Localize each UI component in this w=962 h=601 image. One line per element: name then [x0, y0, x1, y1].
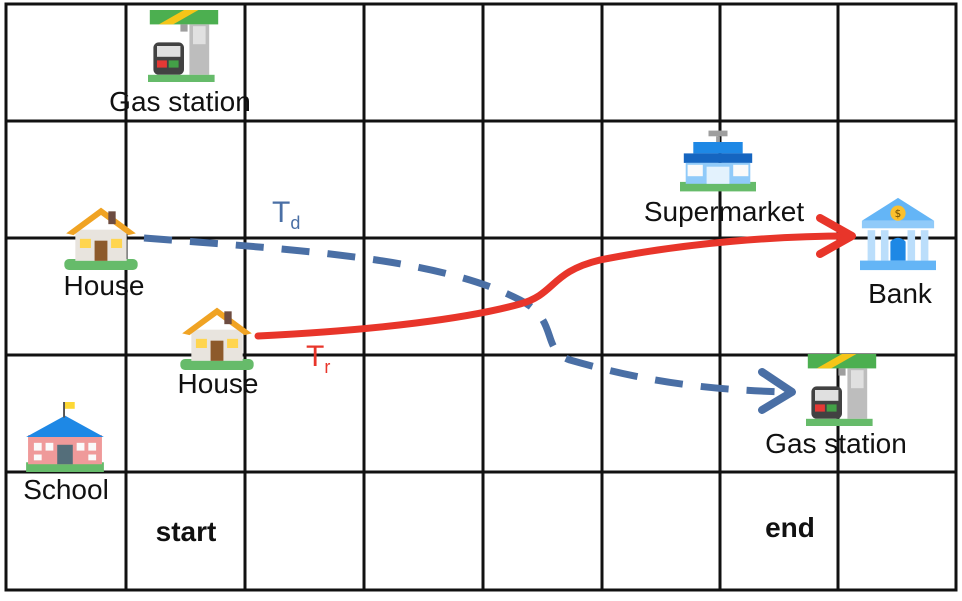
- gas-station-label: Gas station: [109, 86, 251, 117]
- school-icon: [26, 402, 104, 472]
- gas-station-icon: [806, 354, 877, 426]
- solid-trajectory-arrowhead: [816, 214, 856, 258]
- dashed-trajectory-label: Td: [272, 196, 300, 234]
- dashed-trajectory: [143, 234, 791, 396]
- house-icon: [180, 307, 254, 370]
- dashed-trajectory-arrowhead: [758, 368, 796, 414]
- supermarket-label: Supermarket: [643, 196, 805, 227]
- trajectory-symbol: T: [272, 196, 291, 229]
- gas-station-icon: [148, 10, 219, 82]
- end-marker: end: [765, 512, 815, 543]
- supermarket-icon: [680, 130, 756, 192]
- bank-label: Bank: [868, 278, 932, 309]
- house-label: House: [63, 270, 145, 301]
- trajectory-subscript: r: [324, 357, 331, 377]
- trajectory-symbol: T: [306, 340, 325, 373]
- start-marker: start: [155, 516, 217, 547]
- school-label: School: [23, 474, 109, 505]
- house-label: House: [177, 368, 259, 399]
- bank-icon: [860, 197, 936, 271]
- solid-trajectory-label: Tr: [306, 340, 330, 378]
- gas-station-label: Gas station: [765, 428, 907, 459]
- trajectory-subscript: d: [290, 213, 301, 233]
- solid-trajectory: [254, 232, 854, 340]
